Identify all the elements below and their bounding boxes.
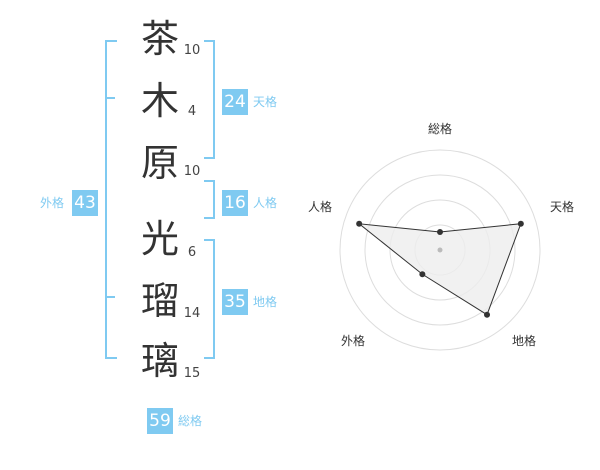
radar-point-1 (437, 229, 443, 235)
tenkaku-bracket (204, 40, 215, 159)
radar-point-4 (419, 271, 426, 278)
stroke-count-3: 10 (183, 164, 201, 179)
name-char-1: 茶 (140, 17, 179, 61)
gaikaku-label: 外格 (40, 196, 65, 210)
radar-axis-label-5: 人格 (308, 199, 332, 214)
stroke-count-4: 6 (187, 245, 197, 260)
radar-center (437, 247, 443, 253)
chikaku-badge: 35 (222, 289, 248, 315)
soukaku-badge: 59 (147, 408, 173, 434)
radar-axis-label-2: 天格 (550, 199, 574, 214)
radar-point-2 (517, 220, 524, 227)
chikaku-bracket (204, 239, 215, 359)
tenkaku-label: 天格 (253, 95, 278, 109)
jinkaku-label: 人格 (253, 196, 278, 210)
stroke-count-5: 14 (183, 306, 201, 321)
radar-axis-label-1: 総格 (428, 121, 452, 136)
jinkaku-bracket (204, 180, 215, 219)
stroke-count-2: 4 (187, 104, 197, 119)
name-char-3: 原 (140, 141, 179, 185)
radar-ring-4 (339, 149, 541, 351)
radar-axis-label-4: 外格 (341, 333, 365, 348)
name-char-5: 瑠 (140, 279, 179, 323)
gaikaku-bracket (105, 40, 117, 359)
radar-point-5 (356, 220, 363, 227)
name-char-6: 璃 (140, 339, 179, 383)
tenkaku-badge: 24 (222, 89, 248, 115)
radar-axis-label-3: 地格 (512, 333, 536, 348)
stroke-count-1: 10 (183, 43, 201, 58)
soukaku-label: 総格 (178, 414, 203, 428)
radar-point-3 (484, 311, 491, 318)
radar-data-polygon (357, 223, 522, 316)
name-char-4: 光 (140, 217, 179, 261)
chikaku-label: 地格 (253, 295, 278, 309)
name-char-2: 木 (140, 79, 179, 123)
stroke-count-6: 15 (183, 366, 201, 381)
jinkaku-badge: 16 (222, 190, 248, 216)
gaikaku-badge: 43 (72, 190, 98, 216)
radar-ring-3 (364, 174, 516, 326)
